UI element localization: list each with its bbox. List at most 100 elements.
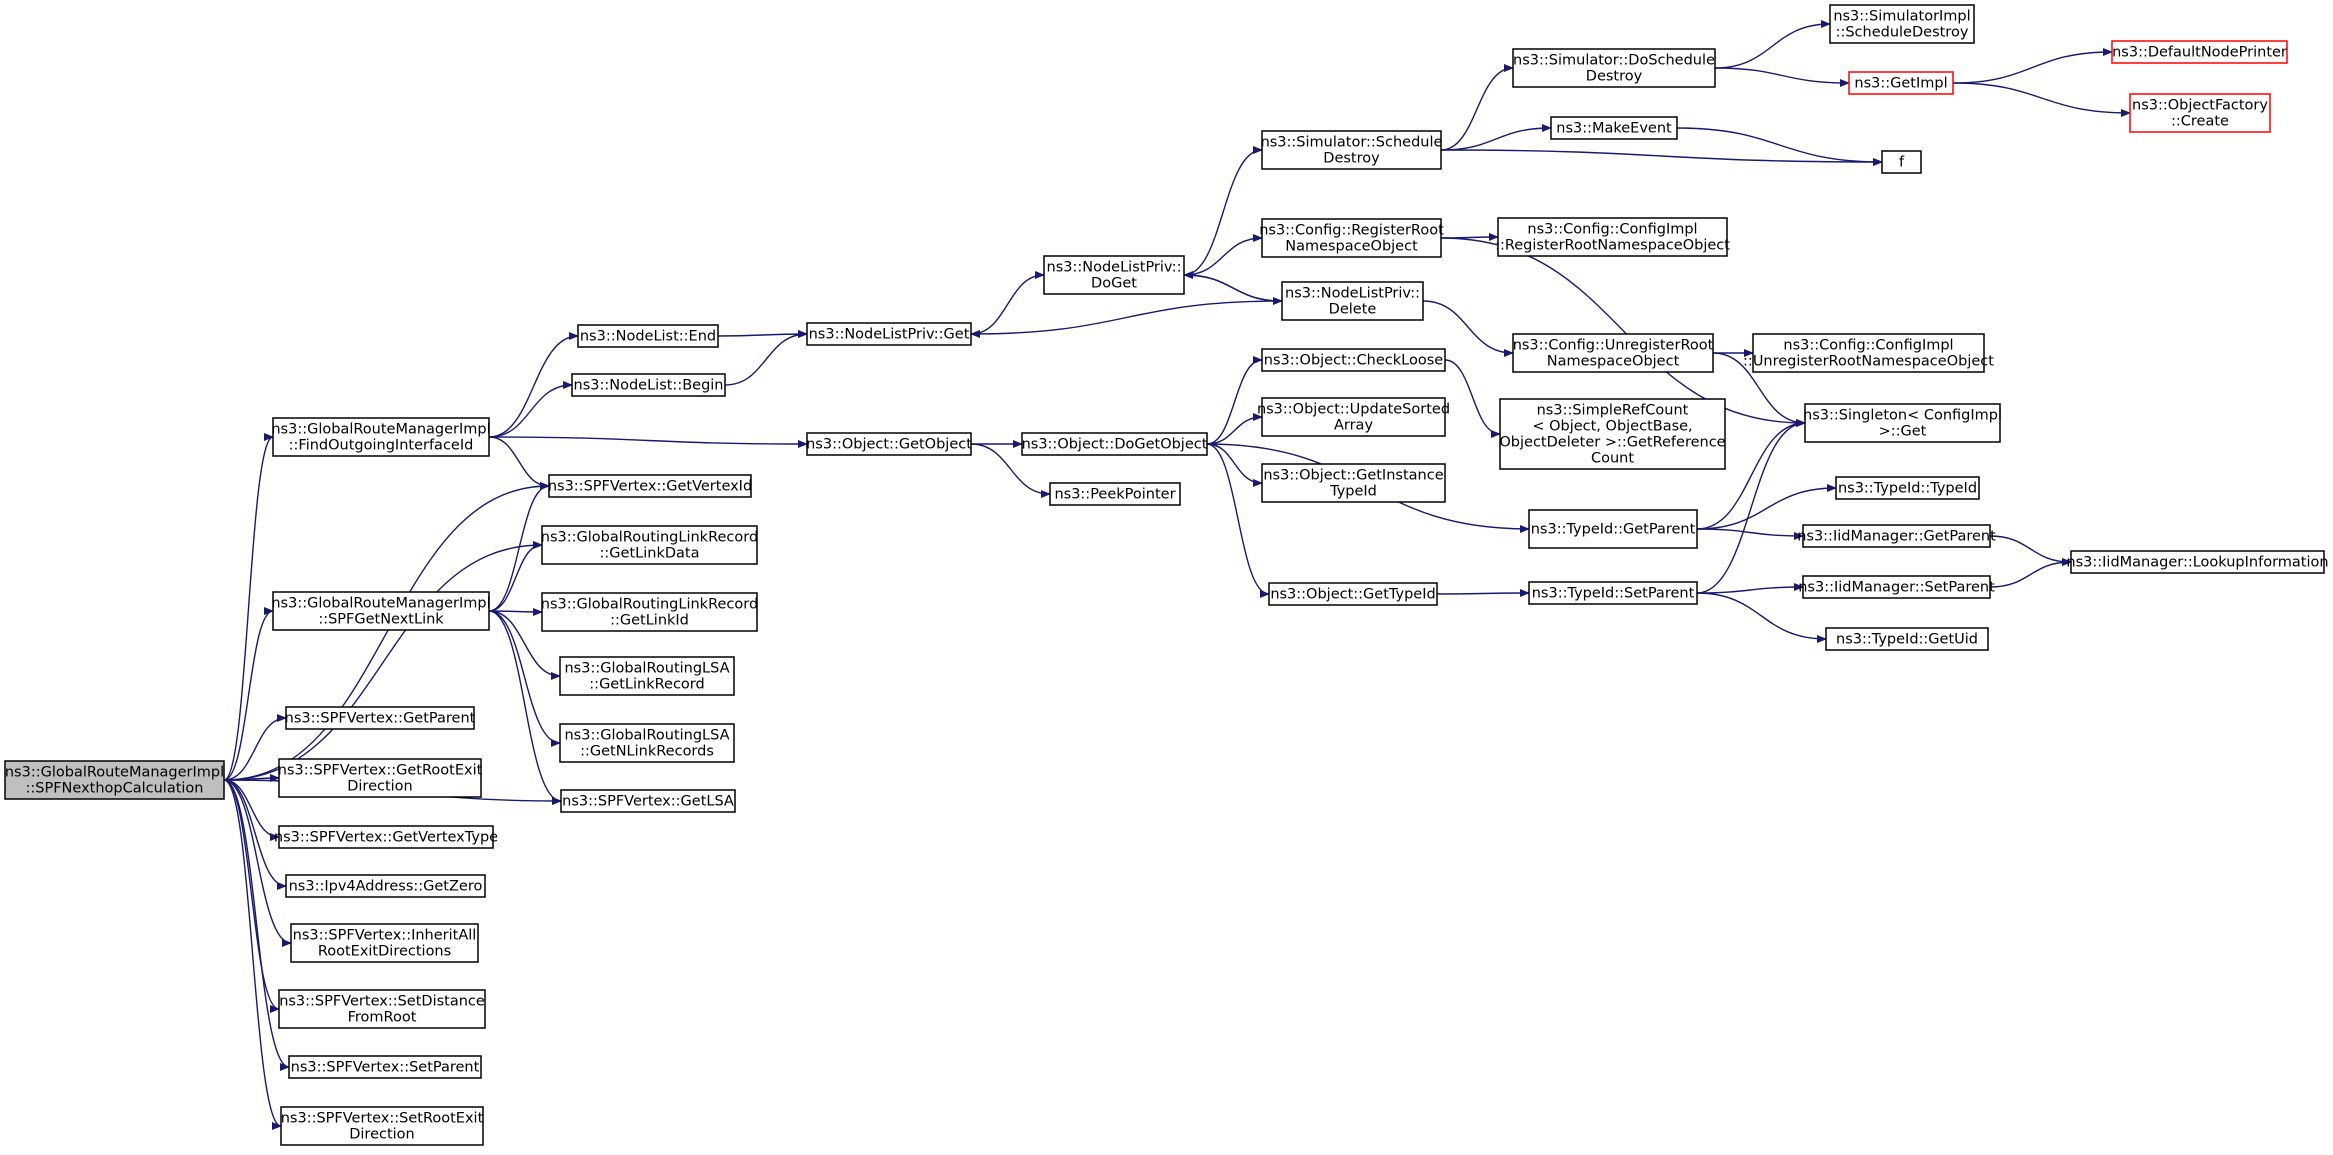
node-peek[interactable]: ns3::PeekPointer <box>1049 482 1181 506</box>
node-box[interactable] <box>1021 432 1208 456</box>
node-box[interactable] <box>280 1106 484 1146</box>
node-iid_setparent[interactable]: ns3::IidManager::SetParent <box>1798 575 1995 599</box>
node-box[interactable] <box>1043 255 1185 295</box>
node-spf_next[interactable]: ns3::GlobalRouteManagerImpl::SPFGetNextL… <box>271 591 491 631</box>
node-box[interactable] <box>272 591 490 631</box>
node-singleton[interactable]: ns3::Singleton< ConfigImpl >::Get <box>1803 403 2002 443</box>
node-root[interactable]: ns3::GlobalRouteManagerImpl::SPFNexthopC… <box>4 760 225 800</box>
node-sim_sched[interactable]: ns3::Simulator::ScheduleDestroy <box>1261 130 1443 170</box>
node-box[interactable] <box>559 723 735 763</box>
node-box[interactable] <box>1512 48 1716 88</box>
node-box[interactable] <box>1528 581 1698 605</box>
node-getimpl[interactable]: ns3::GetImpl <box>1848 71 1954 95</box>
node-box[interactable] <box>278 989 486 1029</box>
node-defnodeprinter[interactable]: ns3::DefaultNodePrinter <box>2111 40 2288 64</box>
node-simplerc[interactable]: ns3::SimpleRefCount< Object, ObjectBase,… <box>1499 398 1726 470</box>
node-box[interactable] <box>1528 509 1698 549</box>
node-nl_end[interactable]: ns3::NodeList::End <box>577 324 719 348</box>
node-box[interactable] <box>1550 116 1678 140</box>
node-box[interactable] <box>2070 550 2325 574</box>
node-box[interactable] <box>1881 150 1922 174</box>
node-nlp_get[interactable]: ns3::NodeListPriv::Get <box>806 322 972 346</box>
node-glsa_rec[interactable]: ns3::GlobalRoutingLSA::GetLinkRecord <box>559 656 735 696</box>
node-setparent_v[interactable]: ns3::SPFVertex::SetParent <box>288 1055 482 1079</box>
node-f[interactable]: f <box>1881 150 1922 174</box>
node-box[interactable] <box>278 758 482 798</box>
node-box[interactable] <box>2129 93 2271 133</box>
node-iid_lookup[interactable]: ns3::IidManager::LookupInformation <box>2066 550 2329 574</box>
node-box[interactable] <box>285 706 475 730</box>
node-box[interactable] <box>1802 524 1991 548</box>
node-box[interactable] <box>1261 130 1442 170</box>
node-box[interactable] <box>1497 217 1728 257</box>
node-box[interactable] <box>806 322 972 346</box>
node-box[interactable] <box>541 592 758 632</box>
node-box[interactable] <box>1512 333 1714 373</box>
node-obj_check[interactable]: ns3::Object::CheckLoose <box>1261 348 1446 372</box>
node-box[interactable] <box>1499 398 1726 470</box>
node-getparent[interactable]: ns3::SPFVertex::GetParent <box>285 706 476 730</box>
node-box[interactable] <box>285 874 486 898</box>
node-box[interactable] <box>559 656 735 696</box>
node-getvtype[interactable]: ns3::SPFVertex::GetVertexType <box>274 825 498 849</box>
node-getvid[interactable]: ns3::SPFVertex::GetVertexId <box>548 474 752 498</box>
node-box[interactable] <box>571 373 726 397</box>
node-box[interactable] <box>290 923 479 963</box>
node-cfg_impl_reg[interactable]: ns3::Config::ConfigImpl::RegisterRootNam… <box>1495 217 1730 257</box>
node-box[interactable] <box>1261 218 1442 258</box>
node-obj_dogetobj[interactable]: ns3::Object::DoGetObject <box>1021 432 1208 456</box>
node-makeevent[interactable]: ns3::MakeEvent <box>1550 116 1678 140</box>
node-obj_getobj[interactable]: ns3::Object::GetObject <box>806 432 972 456</box>
node-box[interactable] <box>548 474 752 498</box>
node-box[interactable] <box>1804 403 2001 443</box>
node-tid_getparent[interactable]: ns3::TypeId::GetParent <box>1528 509 1698 549</box>
node-glinkdata[interactable]: ns3::GlobalRoutingLinkRecord::GetLinkDat… <box>541 525 758 565</box>
node-box[interactable] <box>1261 397 1446 437</box>
node-getzero[interactable]: ns3::Ipv4Address::GetZero <box>285 874 486 898</box>
node-box[interactable] <box>577 324 719 348</box>
node-obj_gettid[interactable]: ns3::Object::GetTypeId <box>1268 582 1438 606</box>
node-box[interactable] <box>1049 482 1181 506</box>
node-box[interactable] <box>1829 4 1975 44</box>
node-box[interactable] <box>272 417 490 457</box>
node-box[interactable] <box>4 760 225 800</box>
node-box[interactable] <box>2111 40 2288 64</box>
node-box[interactable] <box>1848 71 1954 95</box>
node-objfactory[interactable]: ns3::ObjectFactory::Create <box>2129 93 2271 133</box>
node-box[interactable] <box>278 825 494 849</box>
node-box[interactable] <box>560 789 736 813</box>
node-nl_begin[interactable]: ns3::NodeList::Begin <box>571 373 726 397</box>
node-box[interactable] <box>1268 582 1438 606</box>
node-glsa_n[interactable]: ns3::GlobalRoutingLSA::GetNLinkRecords <box>559 723 735 763</box>
node-nlp_del[interactable]: ns3::NodeListPriv::Delete <box>1281 281 1424 321</box>
node-box[interactable] <box>1261 348 1446 372</box>
node-box[interactable] <box>288 1055 482 1079</box>
node-find_out[interactable]: ns3::GlobalRouteManagerImpl::FindOutgoin… <box>271 417 491 457</box>
node-tid_getuid[interactable]: ns3::TypeId::GetUid <box>1825 627 1989 651</box>
node-box[interactable] <box>541 525 758 565</box>
node-inherit[interactable]: ns3::SPFVertex::InheritAllRootExitDirect… <box>290 923 479 963</box>
node-cfg_impl_unreg[interactable]: ns3::Config::ConfigImpl::UnregisterRootN… <box>1743 333 1994 373</box>
node-iid_getparent[interactable]: ns3::IidManager::GetParent <box>1797 524 1996 548</box>
node-cfg_reg[interactable]: ns3::Config::RegisterRootNamespaceObject <box>1259 218 1444 258</box>
node-box[interactable] <box>1752 333 1985 373</box>
node-box[interactable] <box>1835 476 1980 500</box>
node-box[interactable] <box>1825 627 1989 651</box>
node-tid_typeid[interactable]: ns3::TypeId::TypeId <box>1835 476 1980 500</box>
node-box[interactable] <box>1802 575 1991 599</box>
node-nlp_doget[interactable]: ns3::NodeListPriv::DoGet <box>1043 255 1185 295</box>
node-tid_setparent[interactable]: ns3::TypeId::SetParent <box>1528 581 1698 605</box>
node-box[interactable] <box>806 432 972 456</box>
node-box[interactable] <box>1281 281 1424 321</box>
node-cfg_unreg[interactable]: ns3::Config::UnregisterRootNamespaceObje… <box>1512 333 1714 373</box>
node-glinkid[interactable]: ns3::GlobalRoutingLinkRecord::GetLinkId <box>541 592 758 632</box>
node-getlsa[interactable]: ns3::SPFVertex::GetLSA <box>560 789 736 813</box>
node-simimpl_sd[interactable]: ns3::SimulatorImpl::ScheduleDestroy <box>1829 4 1975 44</box>
node-box[interactable] <box>1261 463 1446 503</box>
